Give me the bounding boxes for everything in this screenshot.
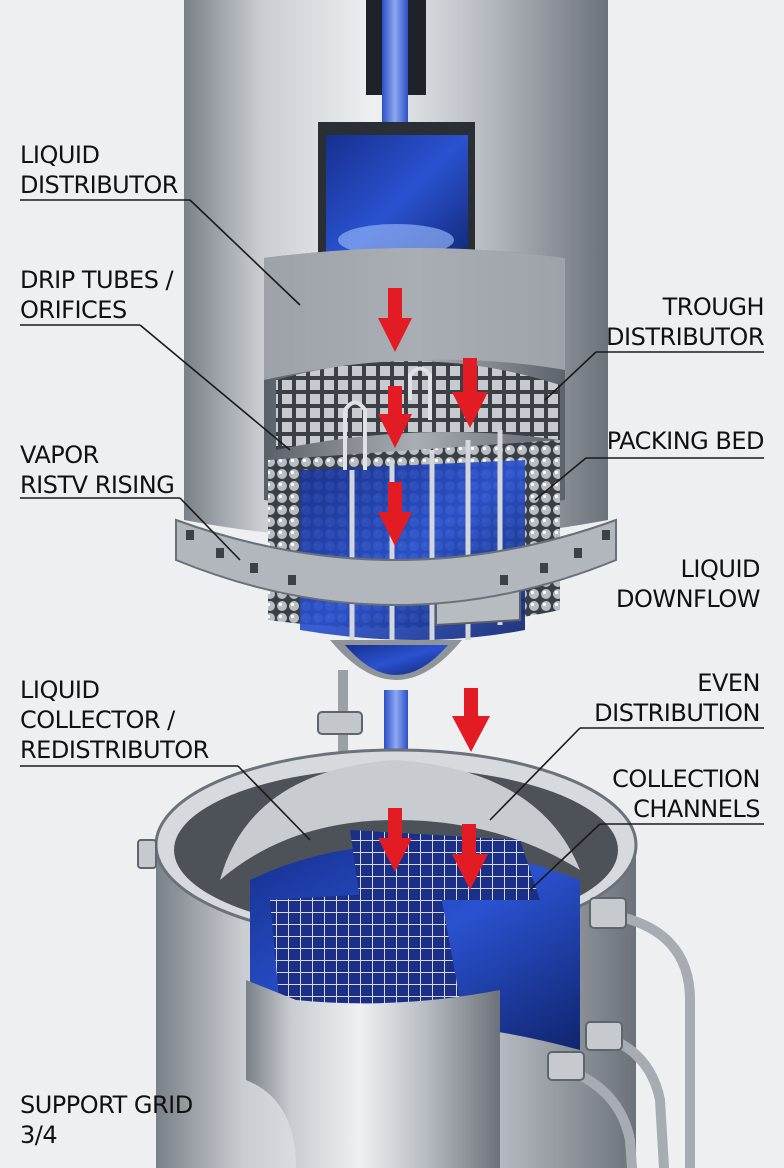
label-line: 3/4 [20,1121,58,1149]
leader-lines [20,199,764,891]
label-line: DISTRIBUTOR [20,171,178,199]
label-line: EVEN [697,669,760,697]
label-line: SUPPORT GRID [20,1091,193,1119]
label-line: DRIP TUBES / [20,266,174,294]
label-line: LIQUID [680,555,761,583]
label-trough-distributor: TROUGH DISTRIBUTOR [606,292,764,352]
label-line: CHANNELS [633,795,760,823]
label-line: LIQUID [20,676,100,704]
valve [317,670,363,780]
label-line: VAPOR [20,441,99,469]
label-line: DISTRIBUTOR [606,323,764,351]
flow-arrow [452,358,488,428]
label-line: COLLECTION [612,765,760,793]
label-line: LIQUID [20,141,100,169]
label-line: DISTRIBUTION [594,699,760,727]
lower-vessel [137,748,695,1168]
label-line: RISTV RISING [20,471,175,499]
label-liquid-downflow: LIQUID DOWNFLOW [616,554,761,614]
label-packing-bed: PACKING BED [606,426,765,456]
flow-arrow [452,688,490,752]
flow-arrow [378,482,412,546]
label-line: TROUGH [662,293,765,321]
label-line: PACKING BED [606,427,765,455]
label-line: COLLECTOR / [20,706,175,734]
label-collection-channels: COLLECTION CHANNELS [612,764,760,824]
flow-arrow [378,808,412,872]
label-liquid-collector: LIQUID COLLECTOR / REDISTRIBUTOR [20,675,209,765]
label-line: ORIFICES [20,296,127,324]
label-drip-tubes: DRIP TUBES / ORIFICES [20,265,174,325]
upper-cutaway-interior [264,248,565,680]
flow-arrow [378,288,412,352]
label-support-grid: SUPPORT GRID 3/4 [20,1090,193,1150]
support-grid [270,890,460,1010]
flow-arrow [452,824,488,890]
label-vapor-rising: VAPOR RISTV RISING [20,440,175,500]
label-line: REDISTRIBUTOR [20,736,209,764]
label-line: DOWNFLOW [616,585,761,613]
flange-ring [175,518,617,606]
flow-arrows [378,288,490,890]
label-even-distribution: EVEN DISTRIBUTION [594,668,760,728]
flow-arrow [378,386,412,448]
label-liquid-distributor: LIQUID DISTRIBUTOR [20,140,178,200]
